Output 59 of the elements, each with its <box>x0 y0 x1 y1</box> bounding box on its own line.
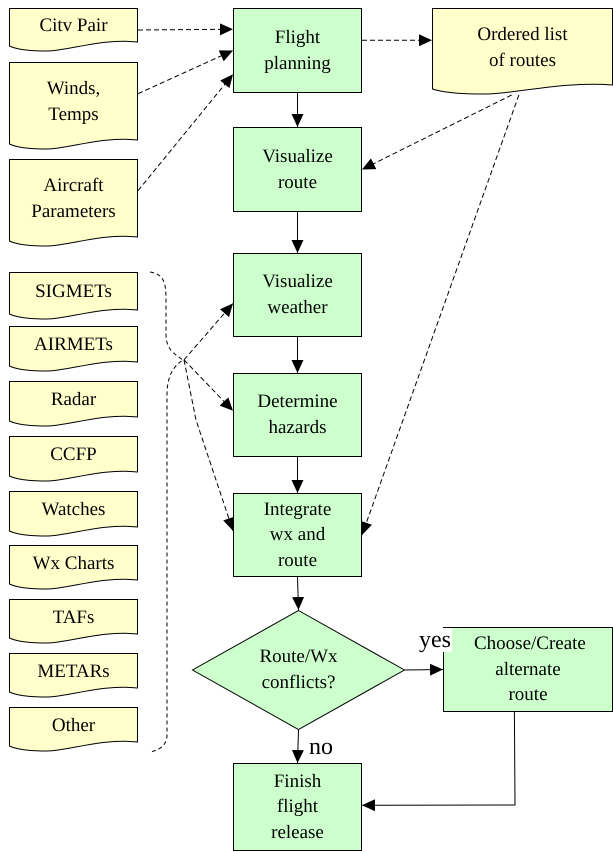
document-shape <box>9 62 138 150</box>
node-label: Wx Charts <box>32 552 114 576</box>
node-label: SIGMETs <box>35 280 112 304</box>
node-label: Determine hazards <box>256 390 339 440</box>
node-label: Aircraft Parameters <box>30 174 117 224</box>
arrow <box>404 664 444 676</box>
node-label: TAFs <box>52 606 94 630</box>
process-box <box>233 763 362 851</box>
node-label: Route/Wx conflicts? <box>258 645 339 695</box>
node-label: Citv Pair <box>39 14 108 38</box>
arrow <box>138 23 234 36</box>
node-label: Winds, Temps <box>46 77 102 127</box>
document-shape <box>9 8 138 52</box>
document-shape <box>9 436 138 482</box>
document-shape <box>432 8 613 95</box>
arrow <box>138 50 234 94</box>
document-shape <box>9 272 138 320</box>
node-label: CCFP <box>50 443 97 468</box>
document-shape <box>9 491 138 537</box>
decision-diamond <box>192 610 405 730</box>
arrow <box>362 94 512 170</box>
arrow <box>362 34 432 46</box>
node-label: Other <box>52 714 96 738</box>
node-label: Visualize route <box>261 144 334 194</box>
document-shape <box>9 545 138 590</box>
node-label: Watches <box>42 498 106 522</box>
edge-label: yes <box>418 628 452 652</box>
process-box <box>233 8 362 93</box>
node-label: Finish flight release <box>270 770 325 845</box>
document-shape <box>9 599 138 644</box>
arrow <box>292 336 304 374</box>
node-label: Radar <box>50 388 96 412</box>
node-label: Flight planning <box>263 26 332 76</box>
arrow <box>184 359 234 412</box>
arrow <box>292 92 304 128</box>
document-shape <box>9 381 138 427</box>
bracket <box>150 272 184 752</box>
node-label: AIRMETs <box>34 333 113 358</box>
arrow <box>360 94 520 536</box>
document-shape <box>9 326 138 372</box>
process-box <box>233 493 362 577</box>
process-box <box>233 127 362 212</box>
arrow <box>138 74 234 192</box>
document-shape <box>9 653 138 698</box>
node-label: Ordered list of routes <box>476 22 569 72</box>
arrow <box>292 212 304 254</box>
arrow <box>292 456 304 494</box>
process-box <box>233 373 362 457</box>
node-label: METARs <box>37 660 110 684</box>
arrow <box>292 730 304 764</box>
process-box <box>233 253 362 337</box>
document-shape <box>9 159 138 247</box>
arrow <box>292 576 304 610</box>
node-label: Visualize weather <box>261 270 334 320</box>
document-shape <box>9 707 138 752</box>
arrow <box>184 302 234 360</box>
node-label: Integrate wx and route <box>262 498 332 573</box>
arrow <box>362 712 516 812</box>
arrow <box>184 359 235 532</box>
